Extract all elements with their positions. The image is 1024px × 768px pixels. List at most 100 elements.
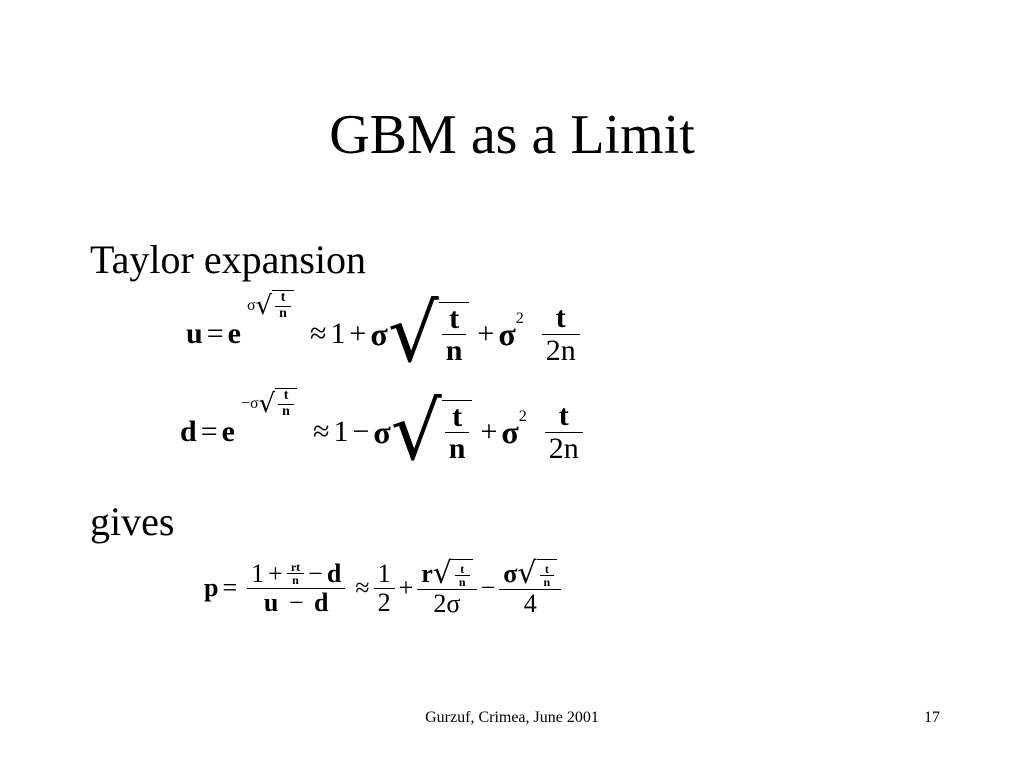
- sigma-symbol: σ: [503, 559, 518, 589]
- radicand: t n: [272, 290, 294, 321]
- equals-sign: =: [222, 573, 238, 602]
- number-one: 1: [251, 559, 265, 589]
- fraction-p: 1 + rt n − d u − d: [247, 559, 346, 617]
- approx-sign: ≈: [309, 317, 327, 350]
- fraction-bar: [499, 588, 562, 590]
- denominator-2n: 2n: [548, 431, 579, 465]
- fraction-t-over-n: t n: [441, 301, 467, 367]
- plus-sign: +: [480, 415, 498, 448]
- sqrt-small: √ t n: [517, 555, 558, 591]
- denominator-four: 4: [523, 588, 537, 618]
- numerator-t: t: [283, 388, 289, 403]
- heading-taylor-expansion: Taylor expansion: [90, 237, 367, 282]
- numerator-one: 1: [377, 559, 391, 589]
- denominator-n: n: [458, 575, 466, 590]
- fraction-sigma-sqrt-over-4: σ √ t n 4: [499, 555, 562, 618]
- numerator-t: t: [555, 301, 566, 334]
- exponent-d: −σ √ t n: [241, 388, 297, 419]
- radical-sign: √: [387, 287, 439, 380]
- footer-location-date: Gurzuf, Crimea, June 2001: [425, 709, 599, 726]
- fraction-t-over-2n: t 2n: [541, 301, 580, 367]
- denominator-n: n: [543, 575, 551, 590]
- sqrt-small: √ t n: [259, 388, 297, 419]
- var-d: d: [326, 559, 342, 589]
- denominator-n: n: [292, 573, 299, 588]
- radical-sign: √: [255, 290, 273, 321]
- denominator-2n: 2n: [545, 333, 576, 367]
- equals-sign: =: [200, 415, 218, 448]
- numerator-p: 1 + rt n − d: [247, 559, 345, 589]
- denominator-u-minus-d: u − d: [260, 587, 333, 617]
- numerator-r-sqrt: r √ t n: [417, 555, 476, 591]
- radicand: t n: [441, 399, 473, 465]
- approx-sign: ≈: [312, 415, 330, 448]
- slide-title: GBM as a Limit: [329, 104, 695, 166]
- fraction-bar: [544, 431, 583, 433]
- denominator-two: 2: [377, 587, 391, 617]
- equals-sign: =: [206, 317, 224, 350]
- plus-sign: +: [398, 573, 414, 602]
- sqrt-small: √ t n: [432, 555, 473, 591]
- radicand: t n: [275, 388, 297, 419]
- minus-sign: −: [288, 587, 304, 617]
- minus-sign: −: [308, 559, 323, 589]
- plus-sign: +: [268, 559, 283, 589]
- fraction-bar: [539, 575, 555, 577]
- sigma-symbol: σ: [498, 315, 516, 352]
- number-one: 1: [330, 317, 346, 350]
- exponent-squared: 2: [518, 408, 527, 425]
- approx-sign: ≈: [355, 573, 370, 602]
- equation-d: d = e −σ √ t n ≈ 1 − σ √: [180, 386, 583, 478]
- fraction-bar: [278, 403, 294, 405]
- denominator-n: n: [445, 334, 463, 367]
- fraction-bar: [417, 588, 477, 590]
- fraction-t-over-2n: t 2n: [544, 399, 583, 465]
- fraction-bar: [541, 333, 580, 335]
- var-d: d: [314, 587, 329, 617]
- numerator-t: t: [449, 301, 460, 335]
- sigma-symbol: σ: [373, 413, 391, 450]
- equation-p: p = 1 + rt n − d u − d ≈ 1: [204, 550, 562, 626]
- numerator-t: t: [452, 399, 463, 433]
- denominator-2sigma: 2σ: [433, 588, 461, 618]
- numerator-sigma-sqrt: σ √ t n: [499, 555, 561, 591]
- sqrt-small: √ t n: [256, 290, 294, 321]
- numerator-t: t: [460, 561, 465, 576]
- fraction-bar: [247, 587, 346, 589]
- numerator-t: t: [544, 561, 549, 576]
- sigma-symbol: σ: [246, 296, 256, 314]
- number-one: 1: [333, 415, 349, 448]
- fraction-bar: [286, 573, 305, 575]
- minus-sign: −: [480, 573, 496, 602]
- radical-sign: √: [432, 555, 452, 591]
- var-u: u: [263, 587, 279, 617]
- minus-sign: −: [352, 415, 370, 448]
- sigma-symbol: σ: [501, 413, 519, 450]
- var-r: r: [421, 559, 433, 589]
- var-p: p: [204, 573, 219, 602]
- fraction-t-over-n: t n: [454, 561, 470, 590]
- numerator-t: t: [280, 290, 286, 305]
- fraction-t-over-n: t n: [539, 561, 555, 590]
- sqrt-large: √ t n: [388, 294, 470, 374]
- radicand: t n: [451, 558, 473, 590]
- page-number: 17: [924, 709, 940, 726]
- plus-sign: +: [349, 317, 367, 350]
- denominator-n: n: [282, 403, 290, 419]
- plus-sign: +: [477, 317, 495, 350]
- fraction-t-over-n: t n: [444, 399, 470, 465]
- minus-sigma-symbol: −σ: [240, 394, 259, 412]
- fraction-bar: [441, 334, 467, 335]
- radical-sign: √: [258, 388, 276, 419]
- var-u: u: [186, 317, 203, 350]
- fraction-t-over-n: t n: [275, 290, 291, 321]
- heading-gives: gives: [90, 499, 175, 544]
- radical-sign: √: [517, 555, 537, 591]
- numerator-t: t: [558, 399, 569, 432]
- radicand: t n: [536, 558, 558, 590]
- numerator-rt: rt: [290, 559, 301, 574]
- fraction-bar: [275, 305, 291, 307]
- var-d: d: [180, 415, 197, 448]
- denominator-n: n: [448, 432, 466, 465]
